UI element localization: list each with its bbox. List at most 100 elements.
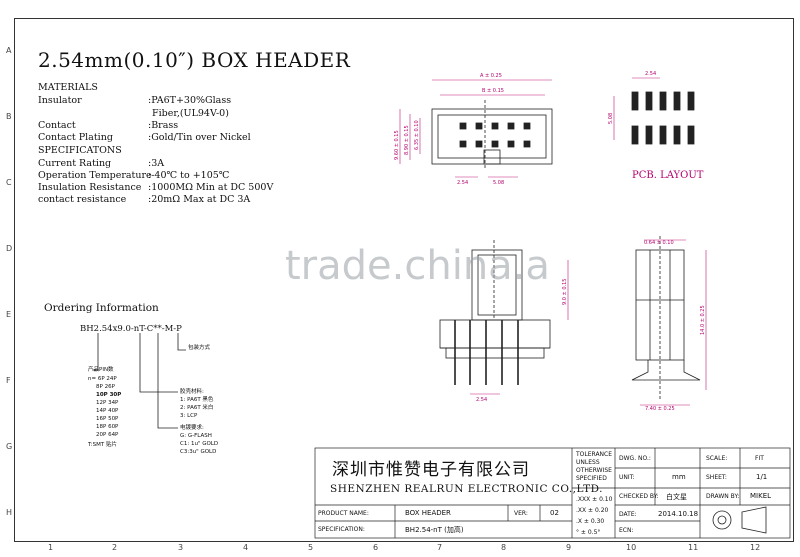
dim-label: 14.0 ± 0.25 — [700, 305, 706, 335]
smt-option: T:SMT 贴片 — [88, 442, 117, 448]
pin-option: 18P 60P — [96, 424, 119, 430]
tolerance-note: SPECIFIED — [576, 475, 607, 482]
dim-label: B ± 0.15 — [482, 88, 504, 94]
plating-option: C1: 1u" GOLD — [180, 441, 219, 447]
tolerance-row: .XX ± 0.20 — [576, 507, 609, 514]
zone-row-e: E — [6, 310, 12, 319]
sheet-value: 1/1 — [756, 473, 768, 481]
material-label: Contact Plating — [38, 132, 113, 143]
tolerance-row: ° ± 0.5° — [576, 529, 601, 536]
zone-col-11: 11 — [688, 543, 699, 552]
company-name-en: SHENZHEN REALRUN ELECTRONIC CO.,LTD. — [330, 483, 604, 495]
zone-col-4: 4 — [243, 543, 249, 552]
zone-row-d: D — [6, 244, 13, 253]
plating-options-label: 电镀要求: — [180, 425, 204, 431]
spec-value: :3A — [148, 158, 165, 169]
scale-label: SCALE: — [706, 455, 728, 462]
spec-value: :20mΩ Max at DC 3A — [148, 194, 251, 205]
spec-label: Insulation Resistance — [38, 182, 142, 193]
sheet-label: SHEET: — [706, 474, 727, 481]
material-label: Contact — [38, 120, 76, 131]
pin-option: 16P 50P — [96, 416, 119, 422]
ordering-heading: Ordering Information — [44, 302, 159, 314]
leader-line — [139, 333, 178, 393]
product-name-value: BOX HEADER — [405, 509, 451, 517]
dim-label: 7.40 ± 0.25 — [645, 406, 675, 412]
tolerance-row: .X ± 0.30 — [576, 518, 605, 525]
pcb-layout-view — [631, 91, 695, 145]
scale-value: FIT — [755, 455, 764, 462]
dim-label: 9.60 ± 0.15 — [394, 130, 400, 160]
leader-line — [177, 333, 186, 351]
specification-label: SPECIFICATION: — [318, 526, 365, 533]
drawn-by-value: MIKEL — [750, 492, 772, 500]
zone-col-6: 6 — [373, 543, 379, 552]
front-view — [439, 240, 551, 385]
date-label: DATE: — [619, 511, 637, 518]
pack-label: 包装方式 — [188, 345, 211, 351]
zone-col-2: 2 — [112, 543, 118, 552]
spec-value: :1000MΩ Min at DC 500V — [148, 182, 274, 193]
pin-option: 12P 34P — [96, 400, 119, 406]
pin-option: 10P 30P — [96, 392, 122, 398]
zone-col-1: 1 — [48, 543, 54, 552]
zone-col-7: 7 — [437, 543, 443, 552]
plating-option: C3:3u" GOLD — [180, 449, 217, 455]
zone-col-8: 8 — [501, 543, 507, 552]
zone-col-12: 12 — [750, 543, 761, 552]
tolerance-row: .XXX ± 0.10 — [576, 496, 613, 503]
drawing-title: 2.54mm(0.10″) BOX HEADER — [38, 48, 351, 72]
materials-heading: MATERIALS — [38, 82, 98, 93]
checked-by-label: CHECKED BY: — [619, 493, 659, 500]
material-value: :Gold/Tin over Nickel — [148, 132, 251, 143]
product-name-label: PRODUCT NAME: — [318, 510, 369, 517]
spec-label: contact resistance — [38, 194, 127, 205]
zone-col-9: 9 — [566, 543, 572, 552]
material-value: :Brass — [148, 120, 179, 131]
dim-label: 2.54 — [457, 180, 468, 186]
side-view — [631, 236, 701, 400]
unit-value: mm — [672, 473, 686, 481]
dim-label: 2.54 — [645, 71, 656, 77]
pin-option: 8P 26P — [96, 384, 115, 390]
material-value: Fiber,(UL94V-0) — [152, 108, 229, 119]
dim-label: 8.90 ± 0.15 — [404, 125, 410, 155]
dim-label: 0.64 ± 0.10 — [644, 240, 674, 246]
material-option: 3: LCP — [180, 413, 198, 419]
company-name-cn: 深圳市惟赞电子有限公司 — [332, 460, 530, 480]
material-value: :PA6T+30%Glass — [148, 95, 232, 106]
zone-row-h: H — [6, 508, 13, 517]
dim-label: 9.0 ± 0.15 — [562, 279, 568, 305]
dwg-no-label: DWG. NO.: — [619, 455, 651, 462]
tolerance-note: TOLERANCE — [576, 451, 613, 458]
leader-line — [157, 333, 178, 429]
drawn-by-label: DRAWN BY: — [706, 493, 740, 500]
dim-label: 2.54 — [476, 397, 487, 403]
ordering-code: BH2.54x9.0-nT-C**-M-P — [80, 324, 182, 334]
pin-count-label: 产品PIN数 — [88, 367, 114, 373]
material-options-label: 胶壳材料: — [180, 389, 204, 395]
specs-heading: SPECIFICATONS — [38, 145, 122, 156]
material-option: 1: PA6T 黑色 — [180, 397, 214, 403]
pin-option: 14P 40P — [96, 408, 119, 414]
checked-by-value: 白文星 — [666, 493, 687, 501]
tolerance-note: OTHERWISE — [576, 467, 612, 474]
spec-label: Current Rating — [38, 158, 112, 169]
watermark: trade.china.a — [285, 243, 550, 289]
ecn-label: ECN: — [619, 527, 634, 534]
zone-row-b: B — [6, 112, 12, 121]
spec-label: Operation Temperature — [38, 170, 152, 181]
projection-symbol — [712, 506, 767, 534]
material-option: 2: PA6T 米白 — [180, 405, 214, 411]
pcb-layout-label: PCB. LAYOUT — [632, 170, 704, 181]
pin-option: 20P 64P — [96, 432, 119, 438]
zone-col-5: 5 — [308, 543, 314, 552]
top-view — [431, 100, 553, 170]
specification-value: BH2.54-nT (加高) — [405, 526, 464, 534]
zone-col-3: 3 — [178, 543, 184, 552]
zone-row-a: A — [6, 46, 12, 55]
pin-option: n= 6P 24P — [88, 376, 117, 382]
zone-row-f: F — [6, 376, 11, 385]
